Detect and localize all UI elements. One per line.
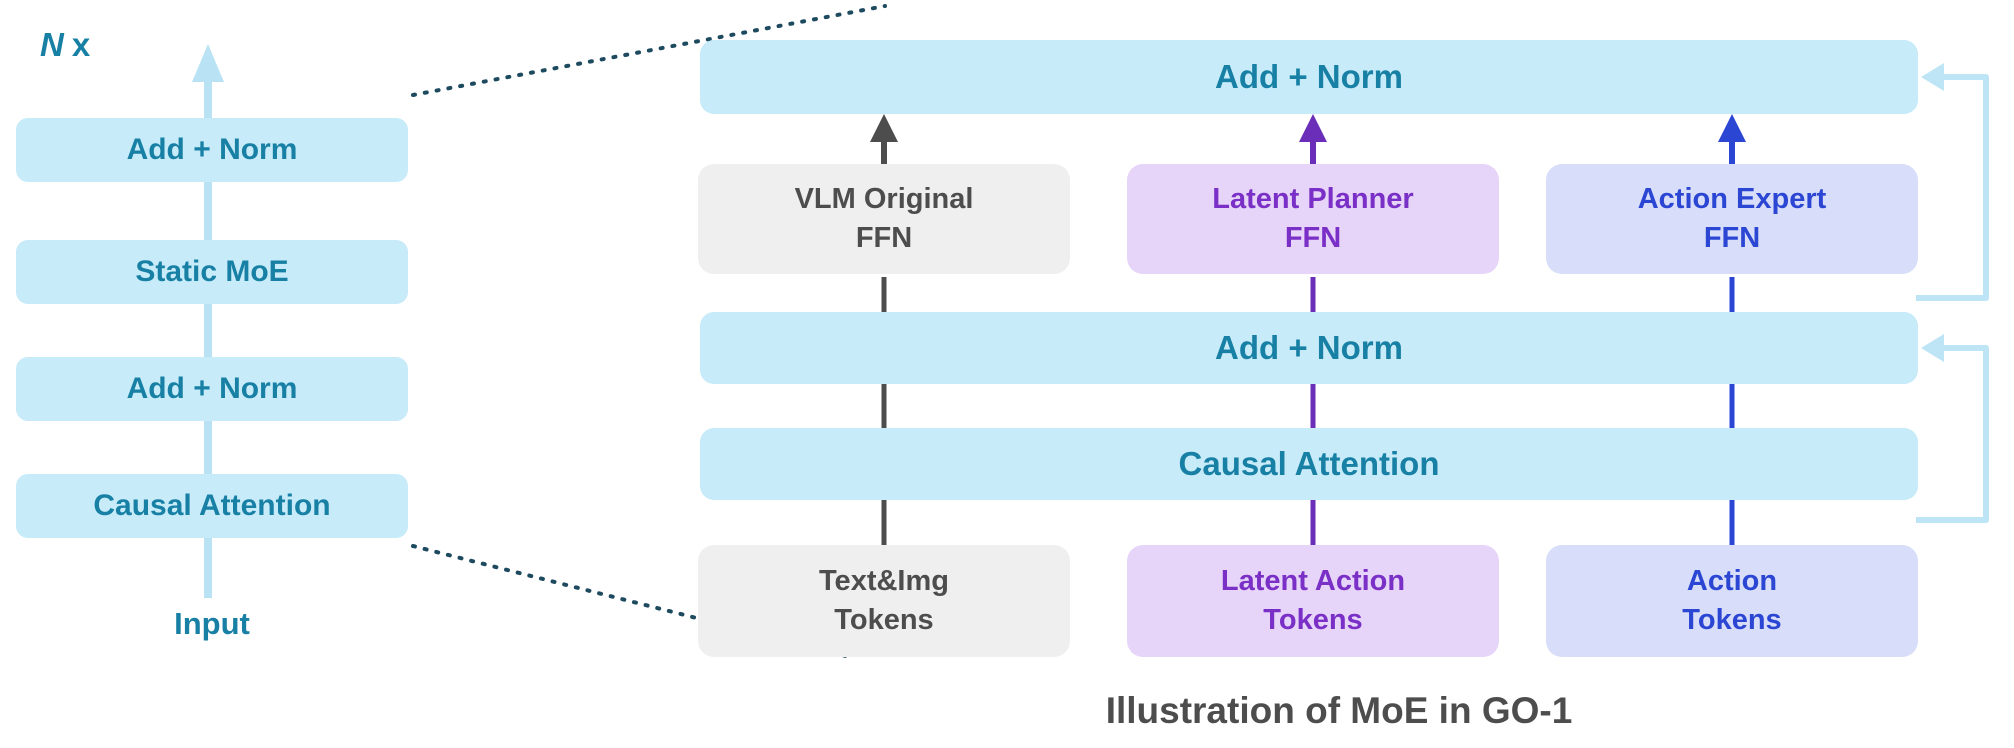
left-add-norm-top-block: Add + Norm — [16, 118, 408, 182]
zoom-guide-top-dotted-line — [411, 4, 887, 97]
latent-planner-ffn-block: Latent Planner FFN — [1127, 164, 1499, 274]
action-ffn-arrowhead — [1718, 114, 1746, 142]
residual-top-arrowhead — [1921, 63, 1944, 91]
right-add-norm-top-bar: Add + Norm — [700, 40, 1918, 114]
action-tokens-block: Action Tokens — [1546, 545, 1918, 657]
left-flow-arrowhead — [192, 44, 224, 82]
right-add-norm-mid-bar: Add + Norm — [700, 312, 1918, 384]
left-add-norm-bottom-block: Add + Norm — [16, 357, 408, 421]
residual-connection-mid — [1916, 345, 1989, 523]
right-causal-attention-bar: Causal Attention — [700, 428, 1918, 500]
diagram-caption: Illustration of MoE in GO-1 — [1105, 690, 1573, 731]
input-label: Input — [174, 606, 250, 641]
text-img-tokens-block: Text&Img Tokens — [698, 545, 1070, 657]
repeat-x: x — [71, 26, 91, 63]
residual-connection-top — [1916, 74, 1989, 301]
residual-mid-arrowhead — [1921, 334, 1944, 362]
left-static-moe-block: Static MoE — [16, 240, 408, 304]
repeat-n: N — [40, 26, 64, 63]
left-causal-attention-block: Causal Attention — [16, 474, 408, 538]
latent-action-tokens-block: Latent Action Tokens — [1127, 545, 1499, 657]
action-expert-ffn-block: Action Expert FFN — [1546, 164, 1918, 274]
vlm-original-ffn-block: VLM Original FFN — [698, 164, 1070, 274]
latent-ffn-arrowhead — [1299, 114, 1327, 142]
vlm-ffn-arrowhead — [870, 114, 898, 142]
